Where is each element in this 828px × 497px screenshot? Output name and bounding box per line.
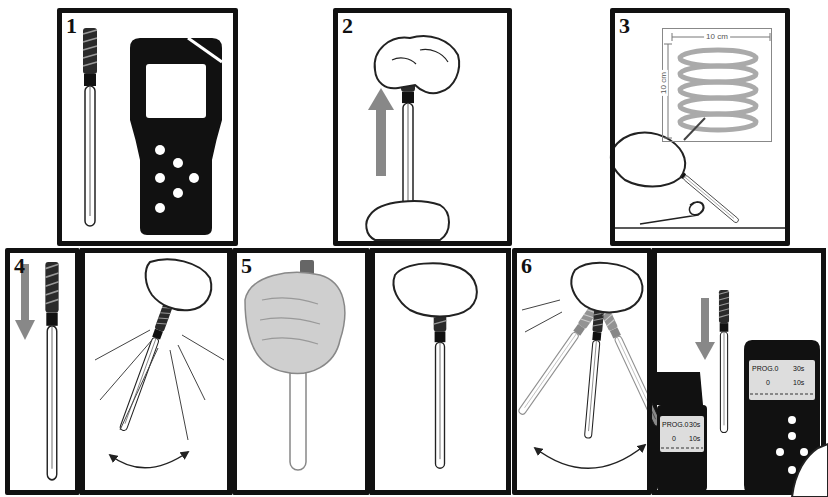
swab-probe bbox=[118, 298, 175, 432]
screen-reading: 10s bbox=[793, 379, 804, 386]
screen-reading: PROG.0 bbox=[752, 365, 778, 372]
swab-probe bbox=[719, 290, 729, 433]
shake-arrow bbox=[110, 452, 188, 468]
luminometer bbox=[130, 38, 222, 235]
button bbox=[173, 158, 183, 168]
dimension-label: 10 cm bbox=[660, 70, 668, 96]
dimension-line bbox=[672, 33, 770, 41]
motion-lines bbox=[95, 330, 224, 440]
hand bbox=[571, 263, 642, 313]
button bbox=[788, 466, 796, 474]
frame bbox=[373, 251, 509, 493]
screen-reading: PROG.0 bbox=[662, 421, 688, 428]
step-number: 2 bbox=[342, 15, 353, 37]
screen-reading: 0 bbox=[766, 379, 770, 386]
screen-divider bbox=[661, 448, 703, 449]
device-lid bbox=[657, 372, 703, 405]
swab-probe bbox=[45, 262, 58, 480]
screen-divider bbox=[750, 394, 814, 395]
finger-lines bbox=[392, 50, 448, 65]
gray-arrow bbox=[701, 298, 709, 344]
finger-lines bbox=[260, 298, 320, 344]
surface-line bbox=[615, 227, 786, 229]
button bbox=[155, 145, 165, 155]
step-number: 3 bbox=[619, 15, 630, 37]
step-panel: 2 bbox=[333, 8, 512, 246]
device-buttons bbox=[155, 145, 199, 213]
gray-arrow-head bbox=[368, 88, 394, 110]
button bbox=[776, 448, 784, 456]
screen-reading: 0 bbox=[672, 435, 676, 442]
swab-probe bbox=[596, 298, 663, 428]
button bbox=[788, 416, 796, 424]
step-panel: 1 bbox=[57, 8, 238, 246]
small-luminometer bbox=[657, 405, 707, 491]
inset-swab bbox=[684, 118, 705, 140]
swab-probe bbox=[596, 298, 663, 428]
button bbox=[788, 432, 796, 440]
device-screen bbox=[146, 64, 206, 118]
step-panel: 4 bbox=[5, 248, 80, 495]
motion-lines bbox=[522, 300, 562, 332]
step-number: 6 bbox=[521, 255, 532, 277]
gray-arrow bbox=[376, 108, 386, 176]
hand bbox=[611, 133, 685, 187]
probe-tube bbox=[290, 366, 306, 470]
swab-probe bbox=[583, 300, 605, 439]
button bbox=[173, 188, 183, 198]
swab-probe bbox=[583, 300, 605, 439]
dimension-label: 10 cm bbox=[704, 33, 730, 41]
swab-pattern bbox=[680, 50, 756, 130]
step-panel: 5 bbox=[232, 248, 370, 495]
button bbox=[189, 173, 199, 183]
step-number: 4 bbox=[14, 255, 25, 277]
device-screen bbox=[660, 416, 704, 452]
button bbox=[155, 173, 165, 183]
hand bbox=[146, 259, 212, 310]
area-inset: 10 cm 10 cm bbox=[662, 28, 772, 142]
frame bbox=[83, 251, 230, 493]
fist bbox=[245, 272, 345, 373]
screen-reading: 30s bbox=[689, 421, 700, 428]
stroke-loop bbox=[680, 114, 756, 130]
step-number: 1 bbox=[66, 15, 77, 37]
step-panel: 6 bbox=[512, 248, 652, 495]
swab-probe bbox=[83, 28, 97, 226]
swab-tip-line bbox=[640, 202, 704, 224]
device-screen bbox=[749, 360, 815, 400]
step-number: 5 bbox=[241, 255, 252, 277]
screen-reading: 10s bbox=[689, 435, 700, 442]
step-panel: 3 10 cm 10 cm bbox=[610, 8, 790, 246]
hand bbox=[375, 36, 459, 93]
hand bbox=[792, 444, 828, 497]
screen-reading: 30s bbox=[793, 365, 804, 372]
device-stripe bbox=[188, 38, 222, 62]
hand bbox=[366, 201, 449, 240]
button bbox=[800, 448, 808, 456]
swab-probe bbox=[118, 298, 175, 432]
gray-arrow-head bbox=[695, 342, 715, 360]
swirl-arrow bbox=[535, 445, 645, 468]
button bbox=[155, 203, 165, 213]
gray-arrow-head bbox=[15, 320, 35, 340]
hand bbox=[393, 263, 476, 316]
